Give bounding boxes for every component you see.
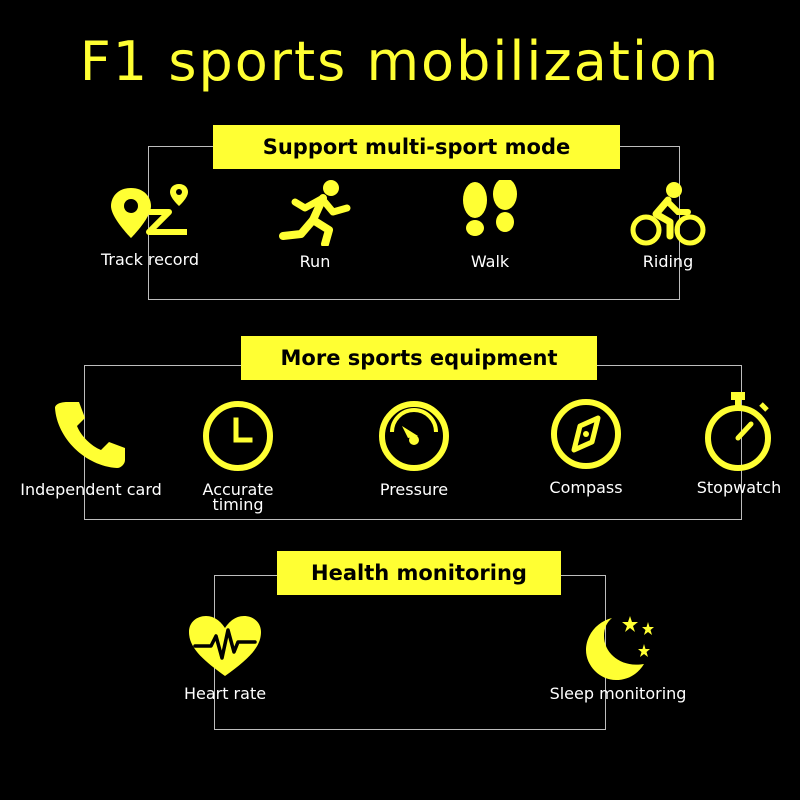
feature-walk: Walk: [425, 180, 555, 271]
feature-accurate-timing: Accurate timing: [176, 398, 300, 514]
feature-sleep-monitoring: Sleep monitoring: [520, 610, 716, 703]
feature-compass: Compass: [524, 396, 648, 497]
feature-label: Independent card: [20, 480, 162, 499]
feature-label: Compass: [549, 478, 623, 497]
feature-stopwatch: Stopwatch: [678, 390, 800, 497]
feature-heart-rate: Heart rate: [160, 612, 290, 703]
gauge-icon: [379, 401, 449, 471]
phone-icon: [55, 402, 125, 468]
feature-independent-card: Independent card: [0, 398, 182, 499]
feature-label: Riding: [642, 252, 694, 271]
clock-icon: [203, 401, 273, 471]
page-title: F1 sports mobilization: [79, 30, 721, 93]
heart-rate-icon: [189, 616, 261, 676]
feature-run: Run: [250, 178, 380, 271]
footprints-icon: [463, 180, 517, 236]
feature-label: Run: [299, 252, 331, 271]
feature-label: Walk: [470, 252, 510, 271]
feature-label: Heart rate: [183, 684, 267, 703]
moon-stars-icon: [586, 616, 654, 680]
feature-label: Stopwatch: [696, 478, 782, 497]
run-icon: [279, 180, 351, 246]
feature-track-record: Track record: [80, 182, 220, 269]
track-record-icon: [111, 184, 188, 238]
feature-pressure: Pressure: [352, 398, 476, 499]
section-heading-equipment: More sports equipment: [241, 336, 597, 380]
feature-label: Pressure: [379, 480, 449, 499]
feature-label: Sleep monitoring: [549, 684, 687, 703]
stopwatch-icon: [705, 392, 771, 471]
feature-label: Accurate timing: [202, 480, 274, 514]
feature-label: Track record: [100, 250, 200, 269]
section-heading-health: Health monitoring: [277, 551, 561, 595]
cycling-icon: [630, 182, 706, 246]
section-heading-multi-sport: Support multi-sport mode: [213, 125, 620, 169]
compass-icon: [551, 399, 621, 469]
feature-riding: Riding: [598, 180, 738, 271]
